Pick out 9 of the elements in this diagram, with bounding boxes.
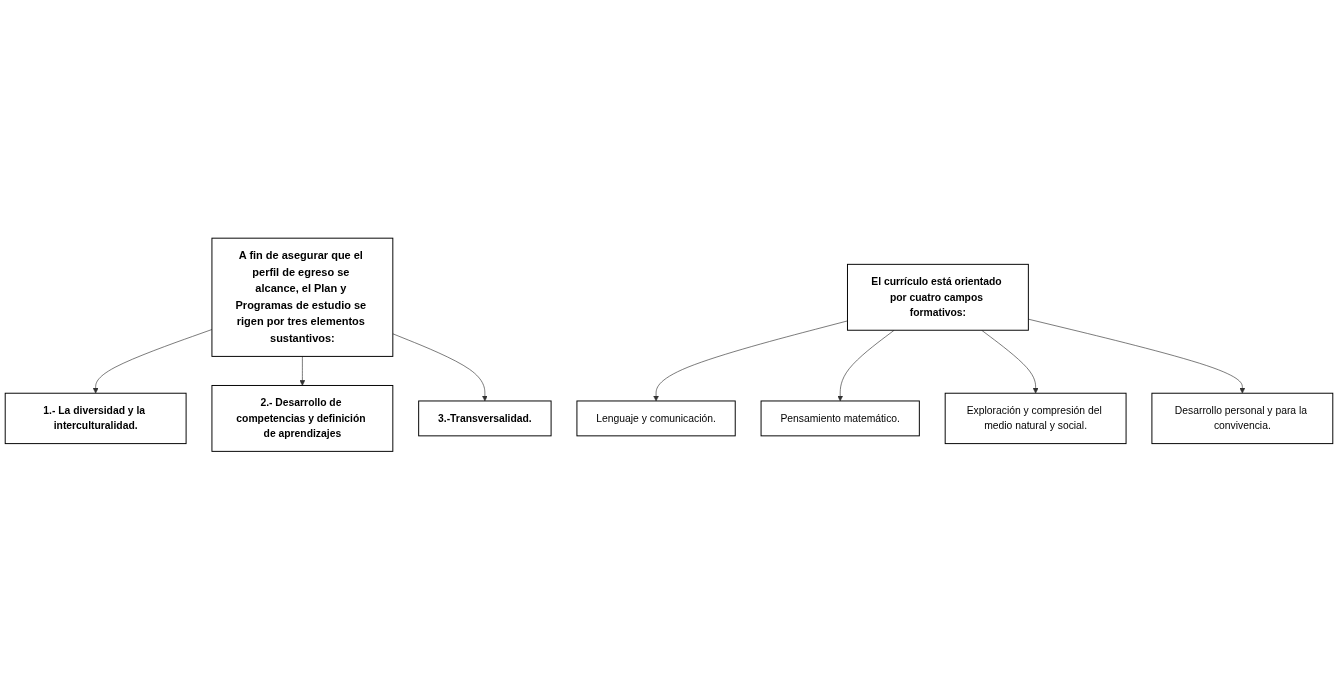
node-box: A fin de asegurar que el perfil de egreso se alcance, el Plan y Programas de estudio se rigen por tres elementos sustantivos: [211, 237, 394, 357]
node-box: El currículo está orientado por cuatro campos formativos: [846, 263, 1029, 331]
node-box: Desarrollo personal y para la convivencia. [1151, 392, 1334, 444]
node-box: 3.-Transversalidad. [418, 400, 552, 437]
node-box: Lenguaje y comunicación. [576, 400, 736, 437]
node-box: Exploración y compresión del medio natural y social. [944, 392, 1127, 444]
node-box: 2.- Desarrollo de competencias y definición de aprendizajes [211, 384, 394, 452]
node-box: Pensamiento matemático. [760, 400, 920, 437]
node-box: 1.- La diversidad y la interculturalidad. [4, 392, 187, 444]
